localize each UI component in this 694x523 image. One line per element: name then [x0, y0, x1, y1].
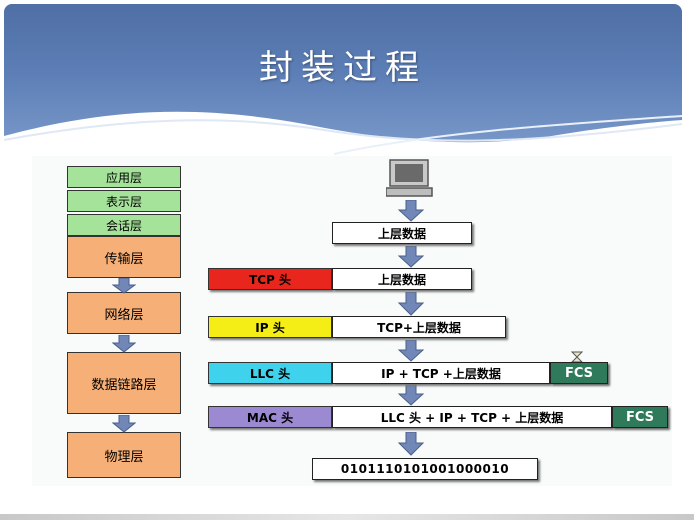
tcp-data-box: TCP+上层数据	[332, 316, 506, 338]
computer-icon	[386, 159, 433, 197]
wave-decoration	[4, 111, 682, 156]
upper-data-box: 上层数据	[332, 268, 472, 290]
down-arrow-icon	[398, 340, 424, 362]
down-arrow-icon	[398, 292, 424, 316]
fcs-trailer-box: FCS	[612, 406, 668, 428]
layer-physical: 物理层	[67, 432, 181, 478]
bitstream-box: 0101110101001000010	[312, 458, 538, 480]
encapsulation-diagram: 应用层 表示层 会话层 传输层 网络层 数据链路层 物理层 上层数据 TCP 头…	[32, 156, 672, 486]
down-arrow-icon	[398, 432, 424, 456]
down-arrow-icon	[112, 415, 136, 433]
down-arrow-icon	[112, 278, 136, 294]
upper-data-box: 上层数据	[332, 222, 472, 244]
llc-ip-tcp-data-box: LLC 头 + IP + TCP + 上层数据	[332, 406, 612, 428]
ip-tcp-data-box: IP + TCP +上层数据	[332, 362, 550, 384]
layer-data-link: 数据链路层	[67, 352, 181, 414]
layer-session: 会话层	[67, 214, 181, 236]
layer-transport: 传输层	[67, 236, 181, 278]
layer-presentation: 表示层	[67, 190, 181, 212]
down-arrow-icon	[112, 335, 136, 353]
layer-network: 网络层	[67, 292, 181, 334]
fcs-trailer-box: FCS	[550, 362, 608, 384]
footer-divider	[0, 514, 694, 520]
tcp-header-box: TCP 头	[208, 268, 332, 290]
llc-header-box: LLC 头	[208, 362, 332, 384]
down-arrow-icon	[398, 246, 424, 268]
page-title: 封装过程	[259, 48, 427, 88]
mac-header-box: MAC 头	[208, 406, 332, 428]
ip-header-box: IP 头	[208, 316, 332, 338]
down-arrow-icon	[398, 200, 424, 222]
down-arrow-icon	[398, 384, 424, 406]
layer-application: 应用层	[67, 166, 181, 188]
title-banner: 封装过程	[4, 4, 682, 156]
